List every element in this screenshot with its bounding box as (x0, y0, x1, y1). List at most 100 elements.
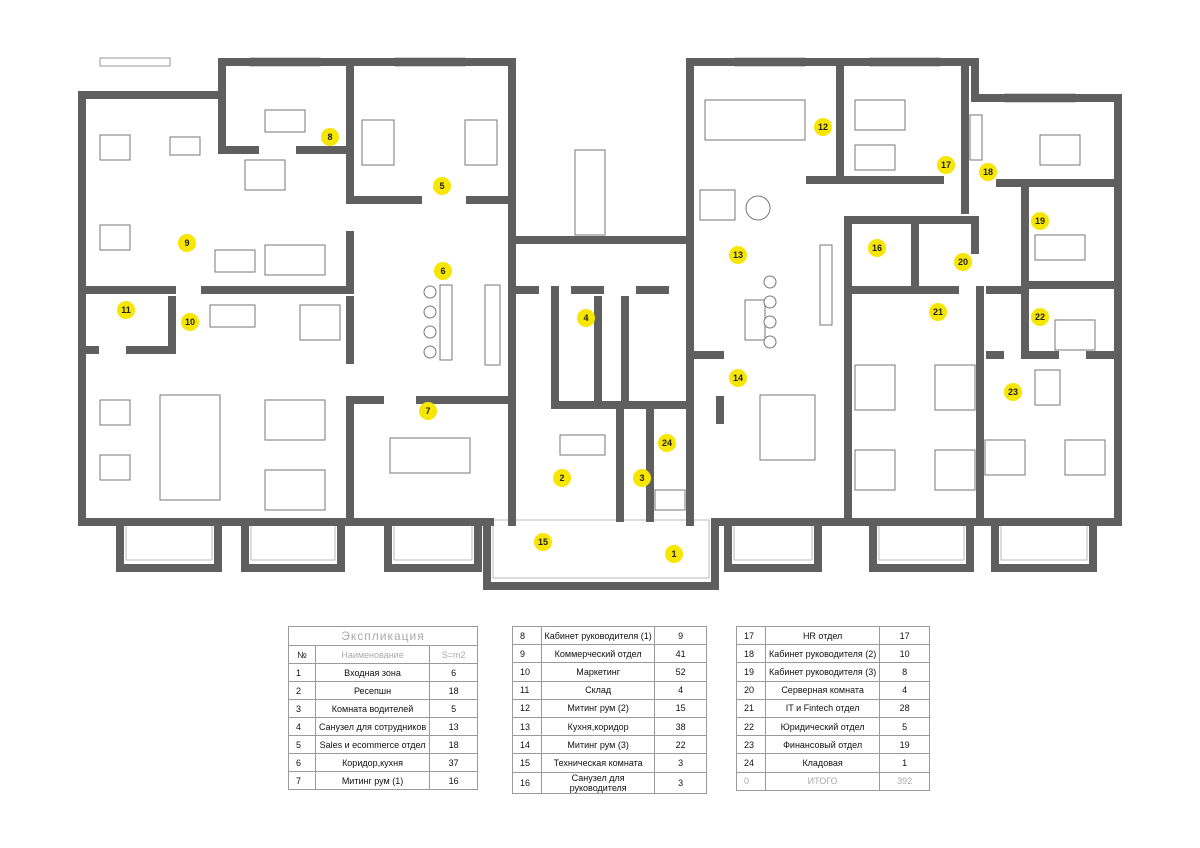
desk (264, 399, 326, 441)
desk (654, 489, 686, 511)
room-number: 14 (512, 735, 542, 755)
room-area: 6 (429, 663, 478, 682)
chair (423, 305, 437, 319)
room-name: Митинг рум (2) (540, 698, 656, 718)
desk (169, 136, 201, 156)
room-marker-label: 6 (440, 266, 445, 276)
room-number: 19 (736, 662, 766, 682)
room-name: Митинг рум (1) (314, 771, 431, 790)
room-marker: 7 (419, 402, 437, 420)
room-area: 41 (654, 644, 707, 664)
room-number: 2 (288, 681, 316, 700)
room-name: Коммерческий отдел (540, 644, 656, 664)
room-name: Финансовый отдел (764, 735, 881, 755)
room-marker: 13 (729, 246, 747, 264)
room-number: 3 (288, 699, 316, 718)
room-marker: 22 (1031, 308, 1049, 326)
room-marker-label: 4 (583, 313, 588, 323)
round-table (745, 195, 771, 221)
room-name: Техническая комната (540, 753, 656, 773)
room-number: 24 (736, 753, 766, 773)
room-name: Юридический отдел (764, 716, 881, 737)
desk (1034, 234, 1086, 261)
desk (159, 394, 221, 501)
room-name: ИТОГО (764, 771, 881, 791)
room-marker-label: 23 (1008, 387, 1018, 397)
room-marker-label: 15 (538, 537, 548, 547)
room-marker: 12 (814, 118, 832, 136)
room-marker: 3 (633, 469, 651, 487)
room-marker: 9 (178, 234, 196, 252)
room-name: Кабинет руководителя (2) (764, 644, 881, 664)
room-name: Входная зона (314, 663, 431, 682)
room-marker-label: 22 (1035, 312, 1045, 322)
room-area: 17 (879, 625, 930, 646)
room-marker-label: 20 (958, 257, 968, 267)
chair (763, 315, 777, 329)
room-number: 1 (288, 663, 316, 682)
room-area: 9 (654, 625, 707, 646)
desk (99, 399, 131, 426)
desk (934, 364, 976, 411)
room-number: 16 (512, 771, 542, 794)
desk (969, 114, 983, 161)
room-marker-label: 1 (671, 549, 676, 559)
header-area: S=m2 (429, 645, 478, 664)
room-area: 5 (429, 699, 478, 718)
room-marker: 23 (1004, 383, 1022, 401)
room-number: 20 (736, 680, 766, 700)
chair (763, 275, 777, 289)
room-marker: 17 (937, 156, 955, 174)
room-number: 8 (512, 625, 542, 646)
room-area: 4 (654, 680, 707, 700)
room-marker-label: 16 (872, 243, 882, 253)
room-area: 3 (654, 753, 707, 773)
room-marker-label: 12 (818, 122, 828, 132)
room-area: 18 (429, 735, 478, 754)
room-area: 5 (879, 716, 930, 737)
desk (439, 284, 453, 361)
room-marker: 11 (117, 301, 135, 319)
room-area: 392 (879, 771, 930, 791)
room-area: 3 (654, 771, 707, 794)
room-number: 7 (288, 771, 316, 790)
room-area: 1 (879, 753, 930, 773)
room-marker: 5 (433, 177, 451, 195)
desk (574, 149, 606, 236)
room-marker-label: 17 (941, 160, 951, 170)
room-marker-label: 8 (327, 132, 332, 142)
room-number: 22 (736, 716, 766, 737)
room-marker: 24 (658, 434, 676, 452)
room-area: 37 (429, 753, 478, 772)
room-marker: 18 (979, 163, 997, 181)
furniture (99, 99, 1106, 511)
room-marker: 19 (1031, 212, 1049, 230)
desk (99, 224, 131, 251)
room-area: 52 (654, 662, 707, 682)
desk (1064, 439, 1106, 476)
room-name: Кладовая (764, 753, 881, 773)
desk (934, 449, 976, 491)
room-number: 15 (512, 753, 542, 773)
room-marker-label: 3 (639, 473, 644, 483)
walls (78, 58, 1122, 526)
